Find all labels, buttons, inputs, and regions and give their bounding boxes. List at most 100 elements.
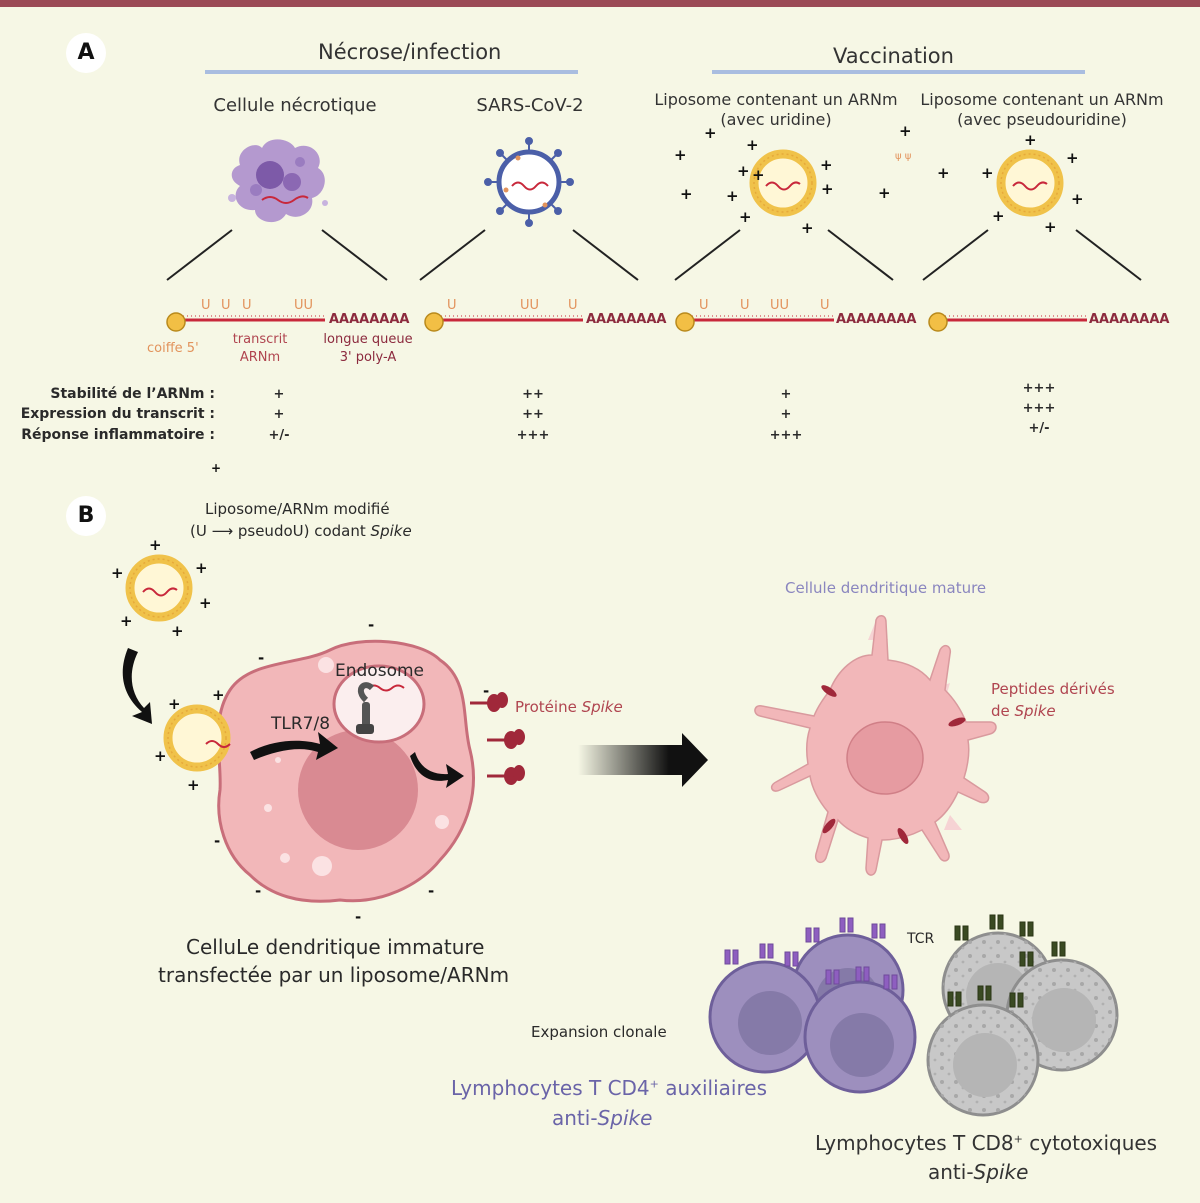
cd4-label-line2: anti-Spike [552, 1106, 653, 1130]
u-mark: U [201, 298, 211, 313]
table-cell: + [780, 387, 792, 402]
incoming-liposome-icon [125, 554, 193, 622]
mrna-strand-1 [166, 312, 325, 332]
plus-sign: + [120, 612, 133, 630]
panel-a-badge: A [66, 33, 106, 73]
minus-sign: - [258, 649, 265, 667]
necrotic-cell-icon [228, 139, 328, 223]
u-mark: U [740, 298, 750, 313]
plus-sign: + [739, 208, 752, 226]
plus-sign: + [149, 536, 162, 554]
plus-sign: + [674, 146, 687, 164]
u-mark: UU [520, 298, 540, 313]
curved-arrow-out [410, 752, 464, 788]
row-label-reponse: Réponse inflammatoire : [21, 427, 215, 443]
col1-title: Cellule nécrotique [213, 95, 377, 116]
cd8-label-line2: anti-Spike [928, 1160, 1029, 1184]
cd8-cell [926, 1003, 1040, 1117]
plus-sign: + [981, 164, 994, 182]
plus-sign: + [821, 180, 834, 198]
plus-sign: + [878, 184, 891, 202]
tlr-label: TLR7/8 [271, 714, 331, 734]
u-mark: U [820, 298, 830, 313]
transcript-label-line2: ARNm [239, 350, 281, 365]
group-title-necrose: Nécrose/infection [318, 40, 502, 64]
top-color-bar [0, 0, 1200, 7]
table-cell: +++ [1022, 381, 1056, 396]
mrna-strand-2 [424, 312, 583, 332]
curved-arrow-down [122, 648, 152, 724]
plus-sign: + [111, 564, 124, 582]
polya-tail: AAAAAAAA [329, 312, 410, 327]
plus-sign: + [1071, 190, 1084, 208]
u-mark: U [568, 298, 578, 313]
tlr-receptor-icon [356, 682, 375, 734]
minus-sign: - [368, 616, 375, 634]
plus-sign: + [171, 622, 184, 640]
plus-sign: + [737, 162, 750, 180]
minus-sign: - [483, 682, 490, 700]
plus-sign: + [992, 207, 1005, 225]
u-mark: U [242, 298, 252, 313]
immature-cell-label-line1: CelluLe dendritique immature [186, 935, 485, 959]
psi-label: ψ ψ [895, 151, 912, 162]
plus-sign: + [937, 164, 950, 182]
plus-sign: + [746, 136, 759, 154]
plus-sign: + [195, 559, 208, 577]
immature-dendritic-cell [163, 639, 475, 903]
plus-sign: + [899, 122, 912, 140]
polya-tail: AAAAAAAA [836, 312, 917, 327]
endosome-label: Endosome [335, 661, 424, 681]
minus-sign: - [214, 832, 221, 850]
group-title-vaccination: Vaccination [833, 44, 954, 68]
table-cell: ++ [522, 407, 544, 422]
plus-sign: + [752, 166, 765, 184]
plus-sign: + [212, 686, 225, 704]
polya-tail: AAAAAAAA [586, 312, 667, 327]
table-cell: + [273, 387, 285, 402]
table-cell: + [273, 407, 285, 422]
cd8-lymphocytes [926, 914, 1119, 1117]
liposome-label-line2: (U ⟶ pseudoU) codant Spike [190, 522, 412, 540]
u-mark: U [221, 298, 231, 313]
col4-title-line2: (avec pseudouridine) [957, 110, 1127, 129]
plus-sign: + [820, 156, 833, 174]
expansion-label: Expansion clonale [531, 1023, 667, 1041]
mrna-strand-3 [675, 312, 834, 332]
col4-title-line1: Liposome contenant un ARNm [920, 90, 1164, 109]
plus-sign: + [199, 594, 212, 612]
plus-sign: + [187, 776, 200, 794]
plus-sign: + [704, 124, 717, 142]
u-mark: U [447, 298, 457, 313]
tail-label-line2: 3' poly-A [339, 350, 397, 365]
plus-sign: + [1066, 149, 1079, 167]
transcript-label-line1: transcrit [232, 332, 288, 347]
cd4-label-line1: Lymphocytes T CD4+ auxiliaires [451, 1076, 767, 1100]
spike-protein-label: Protéine Spike [515, 698, 623, 716]
minus-sign: - [355, 908, 362, 926]
peptides-label-line2: de Spike [991, 702, 1056, 720]
mature-cell-label: Cellule dendritique mature [785, 579, 987, 597]
cd4-lymphocytes [708, 917, 917, 1094]
cd8-label-line1: Lymphocytes T CD8+ cytotoxiques [815, 1131, 1158, 1155]
table-cell: +++ [516, 428, 550, 443]
liposome-uridine-icon [749, 149, 817, 217]
row-label-expression: Expression du transcrit : [20, 406, 215, 422]
table-cell: +/- [1028, 421, 1050, 436]
cap-label: coiffe 5' [147, 341, 199, 356]
mature-dendritic-cell [754, 615, 997, 876]
cd4-cell [803, 980, 917, 1094]
mrna-strand-4 [928, 312, 1087, 332]
tcr-label: TCR [907, 931, 935, 947]
table-cell: +++ [769, 428, 803, 443]
sars-cov-2-icon [484, 137, 574, 227]
curved-arrow-tlr [250, 732, 338, 760]
plus-sign: + [1044, 218, 1057, 236]
panel-b-badge: B [66, 496, 106, 536]
liposome-pseudouridine-icon [996, 149, 1064, 217]
col3-title-line2: (avec uridine) [720, 110, 832, 129]
row-label-stabilite: Stabilité de l’ARNm : [50, 386, 215, 402]
table-cell: +/- [268, 428, 290, 443]
plus-sign: + [168, 695, 181, 713]
